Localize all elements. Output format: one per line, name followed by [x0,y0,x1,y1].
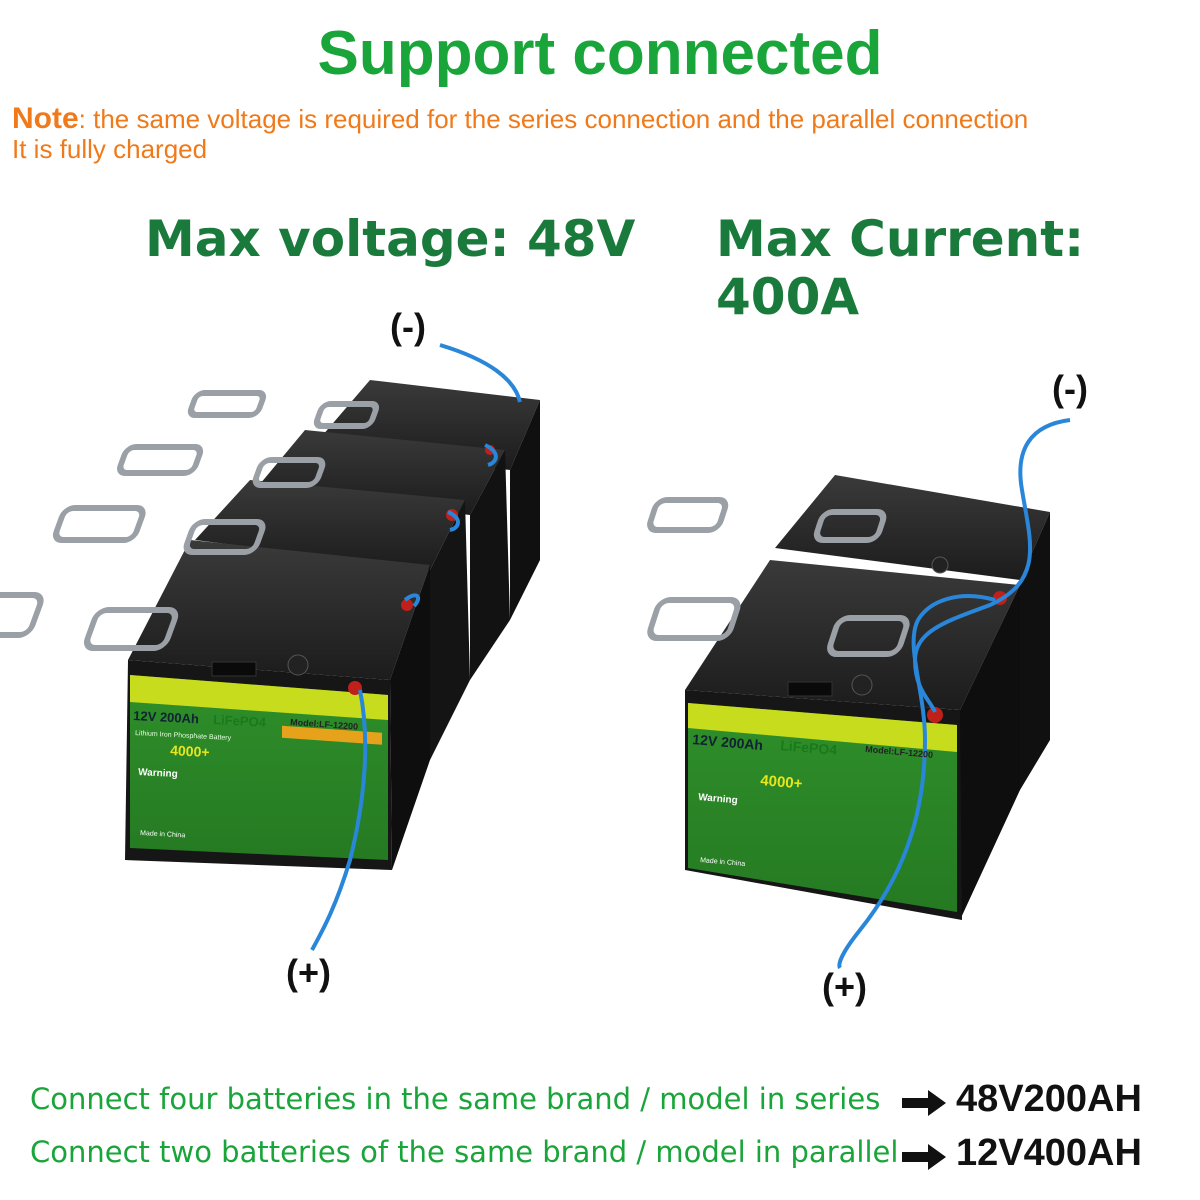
note-line2: It is fully charged [12,134,208,164]
label-spec: 12V 200Ah [133,708,200,726]
series-description: Connect four batteries in the same brand… [30,1082,881,1116]
label-made-in-2: Made in China [700,857,746,868]
arrow-right-icon [902,1090,946,1116]
parallel-description: Connect two batteries of the same brand … [30,1135,899,1169]
parallel-negative-label: (-) [1052,368,1088,409]
page-title: Support connected [317,19,883,88]
label-warning-2: Warning [698,792,738,806]
label-chem-2: LiFePO4 [780,737,838,758]
label-made-in: Made in China [140,830,186,839]
parallel-battery-label: 12V 200Ah LiFePO4 Model:LF-12200 4000+ W… [692,731,934,868]
label-model: Model:LF-12200 [290,717,359,732]
note-text: : the same voltage is required for the s… [78,104,1029,134]
arrow-right-icon [902,1144,946,1170]
label-warning: Warning [138,767,178,780]
series-positive-label: (+) [286,952,331,993]
parallel-battery-pack [647,418,1071,970]
max-current-heading: Max Current: 400A [716,210,1085,326]
note-label: Note [12,102,79,135]
label-spec-2: 12V 200Ah [692,731,764,753]
series-battery-pack [0,343,540,951]
series-result: 48V200AH [956,1078,1142,1120]
parallel-result: 12V400AH [956,1132,1142,1174]
battery-illustration: 12V 200Ah LiFePO4 Model:LF-12200 Lithium… [0,343,1071,970]
label-cycles-2: 4000+ [760,772,804,793]
note: Note: the same voltage is required for t… [12,102,1192,165]
series-negative-label: (-) [390,306,426,347]
series-battery-label: 12V 200Ah LiFePO4 Model:LF-12200 Lithium… [133,708,359,839]
parallel-positive-label: (+) [822,966,867,1007]
label-cycles: 4000+ [170,742,210,760]
max-voltage-heading: Max voltage: 48V [145,210,636,268]
label-chem: LiFePO4 [213,712,267,730]
